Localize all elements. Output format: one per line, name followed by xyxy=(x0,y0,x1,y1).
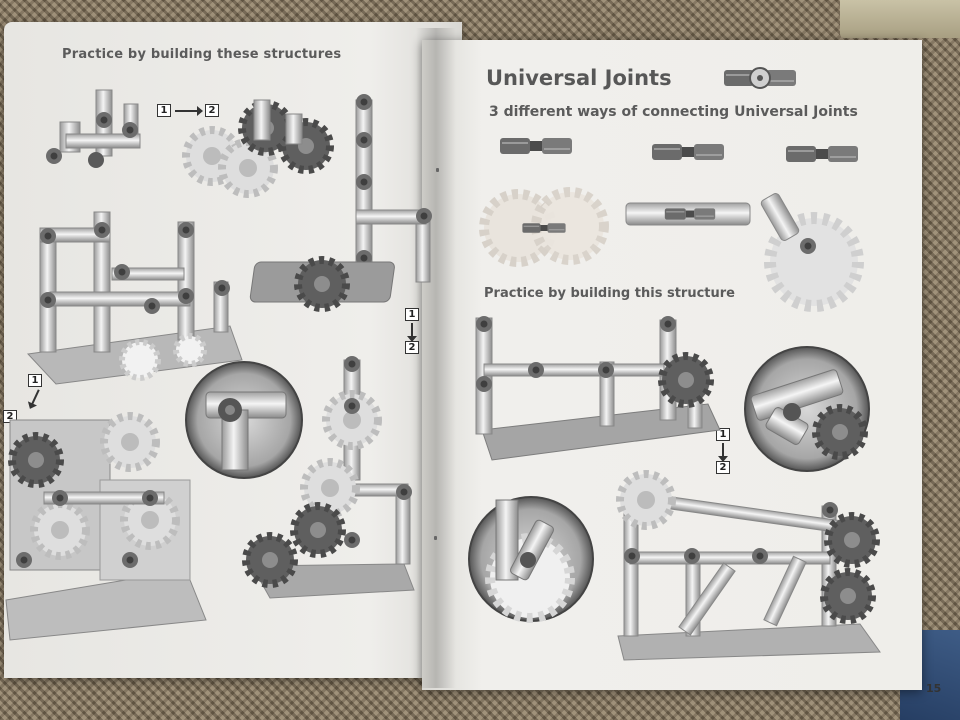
gear-tower-model xyxy=(246,356,415,599)
connection-ways-subtitle: 3 different ways of connecting Universal… xyxy=(489,104,858,120)
gear-cluster-top xyxy=(186,99,330,194)
translucent-gears-model xyxy=(479,187,609,267)
detail-zoom-right-top xyxy=(744,346,870,472)
arrow-icon xyxy=(407,323,417,342)
arrow-icon xyxy=(175,105,203,116)
universal-joint-icon xyxy=(723,67,797,89)
angled-joint-model xyxy=(760,193,864,312)
practice-structure-bottom xyxy=(618,474,881,661)
background-box-corner xyxy=(840,0,960,38)
right-page-practice-heading: Practice by building this structure xyxy=(484,286,735,301)
detail-zoom-right-bottom xyxy=(468,496,594,623)
connection-way-3 xyxy=(785,145,859,163)
step-indicator-middle-right: 1 2 xyxy=(405,308,419,354)
arrow-icon xyxy=(718,443,728,462)
staple-top xyxy=(436,168,439,172)
step-two-box: 2 xyxy=(205,104,219,117)
page-number: 15 xyxy=(926,682,942,695)
detail-zoom-left xyxy=(185,361,303,479)
universal-joints-title: Universal Joints xyxy=(486,66,672,90)
step-one-box: 1 xyxy=(157,104,171,117)
step-indicator-top: 1 2 xyxy=(157,104,219,117)
tube-joint-model xyxy=(625,202,751,226)
left-page-heading: Practice by building these structures xyxy=(62,47,342,62)
model-top-left xyxy=(46,89,141,168)
gear-machine-model xyxy=(5,416,207,641)
step-two-box: 2 xyxy=(405,341,419,354)
staple-bottom xyxy=(434,536,437,540)
step-one-box: 1 xyxy=(405,308,419,321)
step-one-box: 1 xyxy=(716,428,730,441)
step-indicator-right-page: 1 2 xyxy=(716,428,730,474)
tower-model xyxy=(249,94,432,308)
practice-structure-top xyxy=(475,316,721,461)
connection-way-1 xyxy=(499,137,573,155)
connection-way-2 xyxy=(651,143,725,161)
step-indicator-left: 1 xyxy=(28,374,42,407)
step-one-box: 1 xyxy=(28,374,42,387)
frame-model-left xyxy=(26,211,243,385)
booklet-spine xyxy=(416,28,456,688)
